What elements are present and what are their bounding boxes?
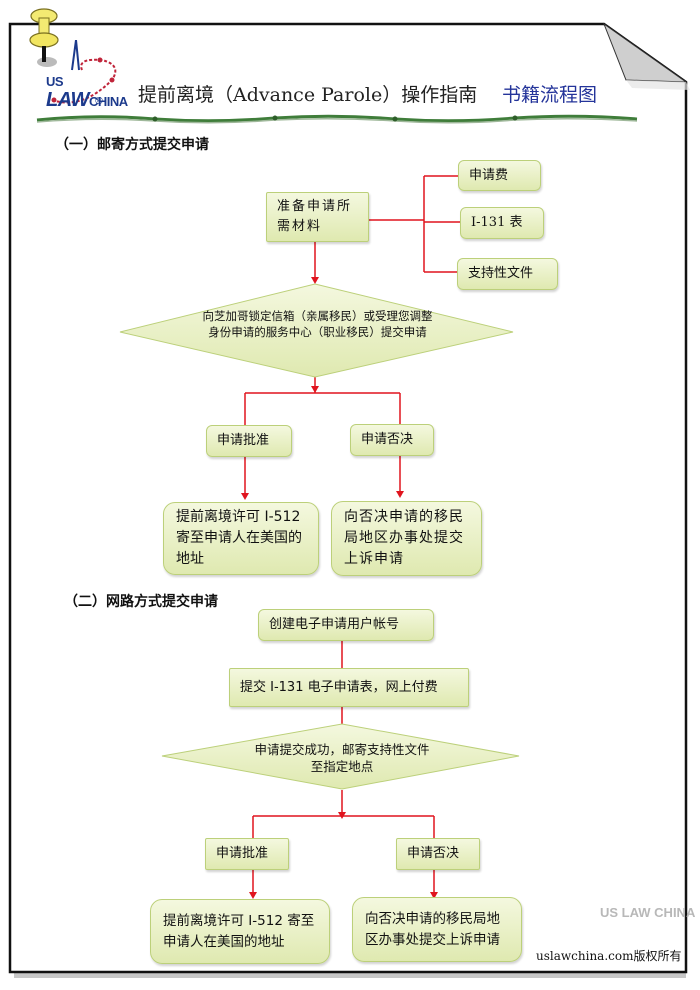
arrowhead-icon xyxy=(241,493,249,500)
decision-diamond-1 xyxy=(119,283,514,378)
prepare-materials-box: 准备申请所需材料 xyxy=(266,192,369,242)
arrowhead-icon xyxy=(311,277,319,284)
registered-mark: ® xyxy=(94,96,104,107)
create-account-box: 创建电子申请用户帐号 xyxy=(258,609,434,641)
approved-box-1: 申请批准 xyxy=(206,425,292,457)
page-title: 提前离境（Advance Parole）操作指南 xyxy=(138,84,478,106)
arrowhead-icon xyxy=(338,812,346,819)
submit-online-box: 提交 I-131 电子申请表，网上付费 xyxy=(229,668,469,707)
arrowhead-icon xyxy=(396,491,404,498)
logo-text-china: CHINA xyxy=(88,94,128,109)
denied-box-2: 申请否决 xyxy=(396,838,480,870)
arrowhead-icon xyxy=(311,386,319,393)
arrowhead-icon xyxy=(430,892,438,899)
page-subtitle: 书籍流程图 xyxy=(502,84,598,106)
denied-result-box-1: 向否决申请的移民局地区办事处提交上诉申请 xyxy=(331,501,482,576)
section-heading-online: （二）网路方式提交申请 xyxy=(64,594,218,610)
decorative-divider xyxy=(36,114,638,124)
logo-text: US LAWCHINA xyxy=(46,74,137,112)
push-pin-icon xyxy=(29,8,59,67)
approved-result-box-1: 提前离境许可 I-512 寄至申请人在美国的地址 xyxy=(163,502,319,575)
denied-box-1: 申请否决 xyxy=(350,424,434,456)
watermark-logo: US LAW CHINA xyxy=(600,905,696,920)
material-i131-box: I-131 表 xyxy=(460,207,544,239)
material-fee-box: 申请费 xyxy=(458,160,541,191)
logo-swoosh-icon xyxy=(51,40,117,104)
mail-documents-decision-text: 申请提交成功，邮寄支持性文件至指定地点 xyxy=(254,742,430,774)
uslawchina-logo: US LAWCHINA ® xyxy=(42,40,137,112)
page-shadow xyxy=(14,970,686,978)
logo-text-us: US xyxy=(46,74,64,89)
decision-diamond-2 xyxy=(161,723,520,790)
approved-box-2: 申请批准 xyxy=(205,838,289,870)
arrowhead-icon xyxy=(249,892,257,899)
denied-result-box-2: 向否决申请的移民局地区办事处提交上诉申请 xyxy=(352,897,522,962)
logo-text-law: LAW xyxy=(46,89,89,111)
material-supporting-docs-box: 支持性文件 xyxy=(457,258,558,290)
approved-result-box-2: 提前离境许可 I-512 寄至申请人在美国的地址 xyxy=(150,899,330,964)
section-heading-mail: （一）邮寄方式提交申请 xyxy=(55,137,209,153)
submit-location-decision-text: 向芝加哥锁定信箱（亲属移民）或受理您调整身份申请的服务中心（职业移民）提交申请 xyxy=(202,309,433,339)
copyright-text: uslawchina.com版权所有 xyxy=(536,949,682,963)
